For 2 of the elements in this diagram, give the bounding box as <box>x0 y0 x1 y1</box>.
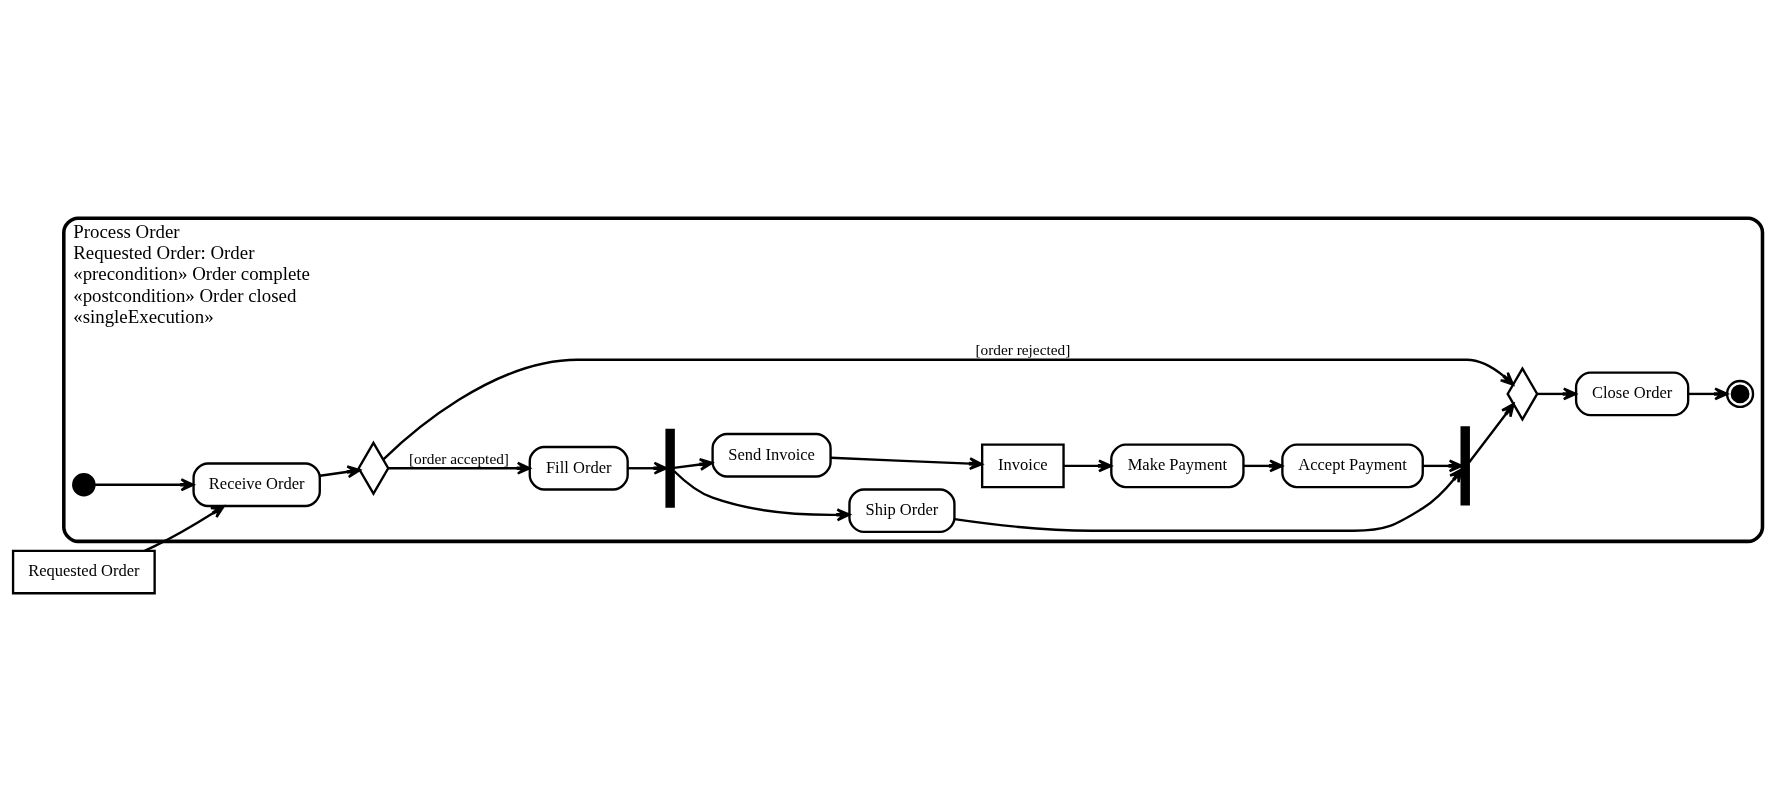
edge-label: [order rejected] <box>975 340 1071 358</box>
edge-label: [order accepted] <box>408 449 509 467</box>
